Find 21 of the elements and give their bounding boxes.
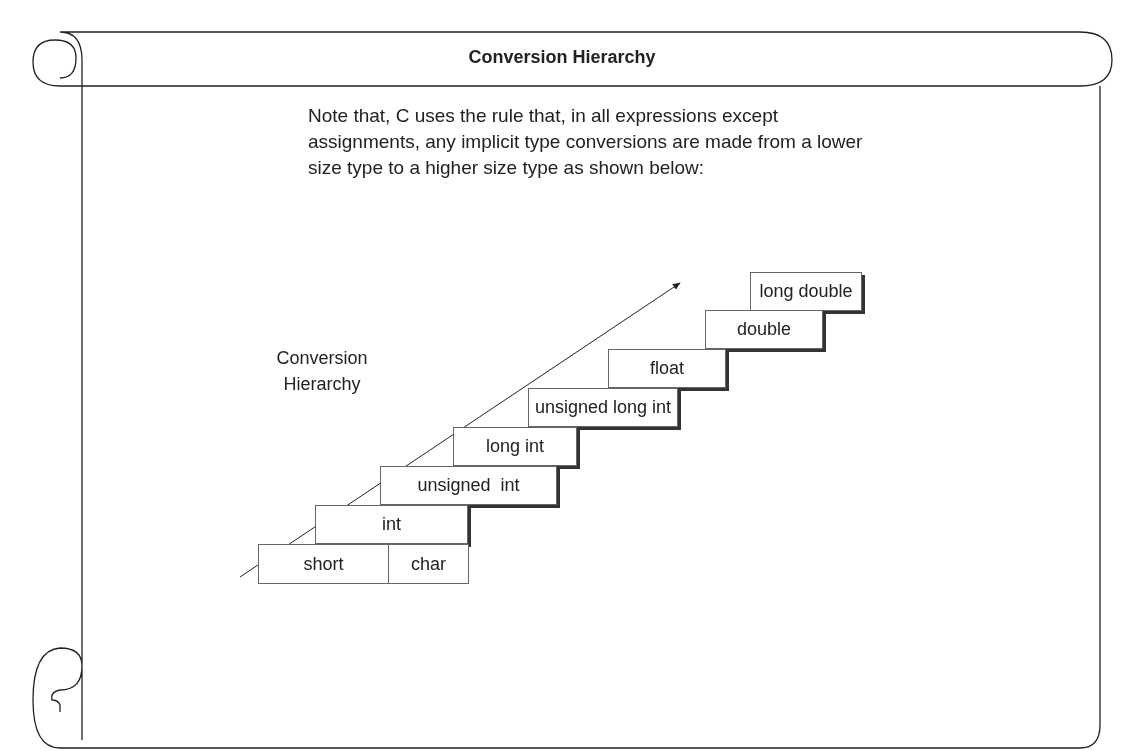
type-name: int (382, 514, 401, 535)
type-name: float (650, 358, 684, 379)
type-name: unsigned int (417, 475, 520, 496)
type-name: long int (485, 436, 544, 457)
type-name: char (411, 553, 446, 575)
type-name: double (736, 319, 792, 340)
type-step-box (380, 466, 557, 505)
type-step-box (388, 544, 469, 584)
type-step-box (705, 310, 823, 349)
type-step-box (750, 272, 862, 311)
type-step-box (258, 544, 389, 584)
type-name: unsigned long int (534, 397, 672, 418)
title: Conversion Hierarchy (467, 47, 657, 68)
type-step-box (608, 349, 726, 388)
type-step-box (315, 505, 468, 544)
type-step-box (453, 427, 577, 466)
arrow-label: Conversion Hierarchy (275, 347, 369, 396)
type-step-box (528, 388, 678, 427)
note-paragraph: Note that, C uses the rule that, in all expressions except assignments, any implicit type conversions are made from a lower size type to a higher size type as shown below: (308, 104, 864, 180)
type-name: short (303, 553, 344, 575)
type-name: long double (759, 281, 853, 302)
